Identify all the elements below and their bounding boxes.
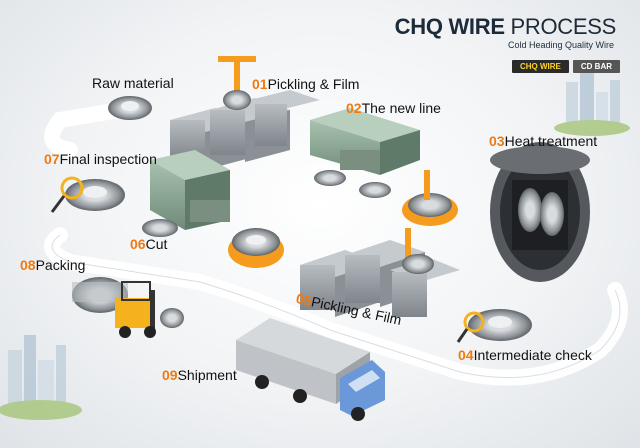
step-03: 03Heat treatment — [489, 133, 597, 149]
step-number: 04 — [458, 347, 474, 363]
step-label: Raw material — [92, 75, 174, 91]
step-number: 07 — [44, 151, 60, 167]
tab-chq-wire[interactable]: CHQ WIRE — [512, 60, 569, 73]
page-title: CHQ WIRE PROCESS — [394, 14, 617, 40]
step-label: Packing — [35, 257, 86, 273]
step-label: Cut — [145, 236, 168, 252]
step-raw-material: Raw material — [92, 75, 174, 91]
raw-material-coil-icon — [108, 96, 152, 120]
title-bold: CHQ WIRE — [394, 14, 505, 39]
step-07: 07Final inspection — [44, 151, 157, 167]
city-right-illustration — [554, 70, 630, 136]
pickling-tanks-bottom-icon — [300, 228, 460, 317]
step-08: 08Packing — [20, 257, 85, 273]
step-number: 03 — [489, 133, 505, 149]
step-number: 09 — [162, 367, 178, 383]
step-label: Heat treatment — [504, 133, 598, 149]
step-number: 06 — [130, 236, 146, 252]
packing-forklift-icon — [72, 277, 184, 338]
inspection-coil-icon — [50, 176, 125, 213]
intermediate-check-coil-icon — [456, 309, 532, 343]
step-label: Pickling & Film — [267, 76, 360, 92]
city-left-illustration — [0, 335, 82, 420]
pickling-tanks-top-icon — [170, 56, 320, 170]
page-subtitle: Cold Heading Quality Wire — [507, 40, 614, 50]
title-regular: PROCESS — [510, 14, 617, 39]
step-06: 06Cut — [130, 236, 167, 252]
cut-coil-icon — [228, 228, 284, 268]
tab-bar: CHQ WIRE CD BAR — [512, 60, 620, 73]
heat-treatment-furnace-icon — [490, 142, 590, 282]
final-inspection-machine-icon — [142, 150, 230, 237]
new-line-machine-icon — [310, 108, 420, 198]
step-label: Final inspection — [59, 151, 157, 167]
step-label: Intermediate check — [473, 347, 592, 363]
tab-cd-bar[interactable]: CD BAR — [572, 60, 620, 73]
step-label: Shipment — [177, 367, 237, 383]
step-number: 02 — [346, 100, 362, 116]
coil-carrier-icon — [402, 170, 458, 226]
step-01: 01Pickling & Film — [252, 76, 359, 92]
step-number: 01 — [252, 76, 268, 92]
shipment-truck-icon — [236, 318, 385, 421]
step-label: The new line — [361, 100, 441, 116]
step-04: 04Intermediate check — [458, 347, 592, 363]
step-number: 08 — [20, 257, 36, 273]
step-09: 09Shipment — [162, 367, 237, 383]
step-02: 02The new line — [346, 100, 441, 116]
